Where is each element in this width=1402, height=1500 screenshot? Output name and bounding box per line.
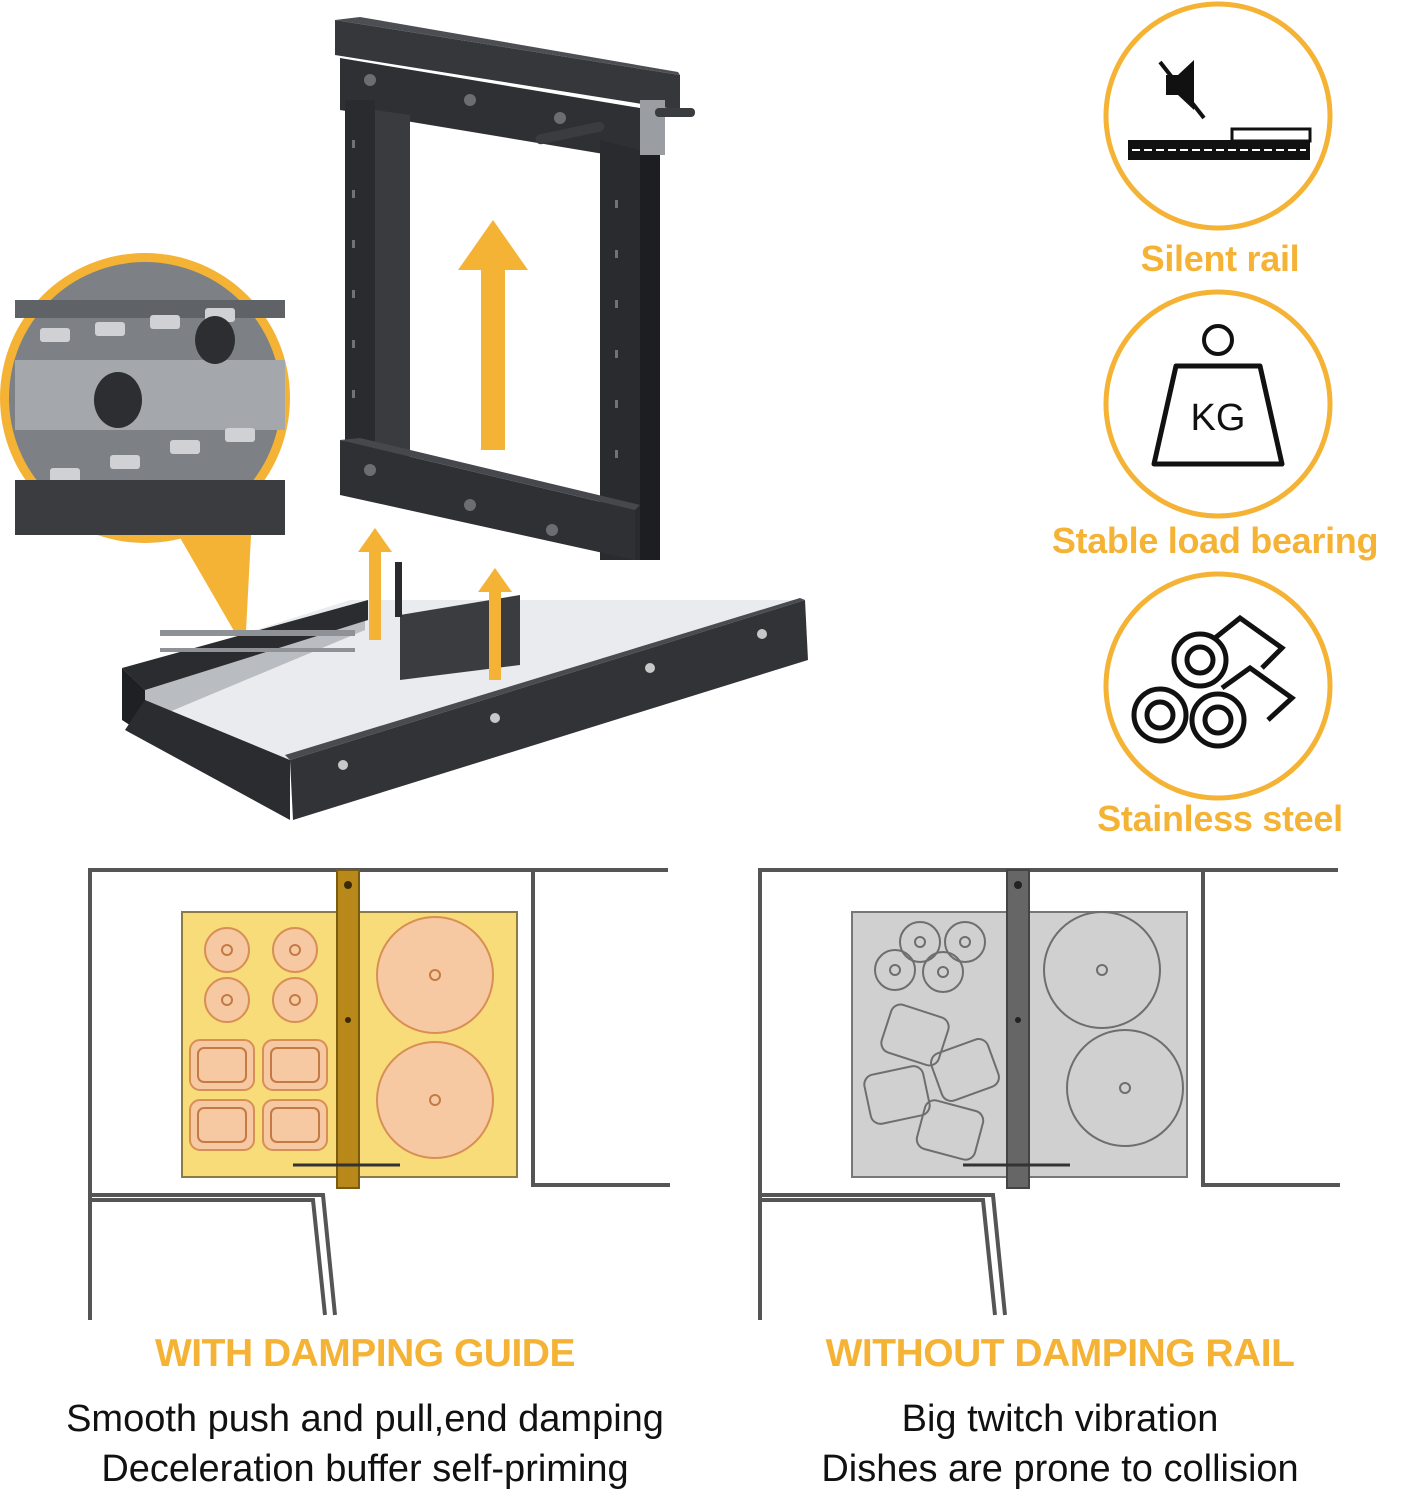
feature-label-stainless-steel: Stainless steel: [1097, 798, 1343, 839]
panel-with-title: WITH DAMPING GUIDE: [155, 1332, 575, 1375]
steel-rolls-icon: [1103, 571, 1333, 801]
kg-weight-icon-text: KG: [1191, 397, 1246, 439]
zoom-callout: [0, 253, 290, 650]
panel-without-line1: Big twitch vibration: [901, 1398, 1219, 1440]
panel-without-title: WITHOUT DAMPING RAIL: [825, 1332, 1295, 1375]
lift-arrow-left: [358, 528, 392, 640]
panel-with-line1: Smooth push and pull,end damping: [66, 1398, 664, 1440]
panel-with-damping-drawing: [88, 868, 670, 1320]
lift-arrow-large: [458, 220, 528, 450]
lift-arrow-right: [478, 568, 512, 680]
vertical-frame: [335, 17, 695, 560]
kg-weight-icon: KG: [1103, 289, 1333, 519]
feature-label-load-bearing: Stable load bearing: [1051, 520, 1379, 561]
mute-speaker-rail-icon: [1103, 1, 1333, 231]
feature-label-silent-rail: Silent rail: [1140, 238, 1300, 279]
panel-without-line2: Dishes are prone to collision: [821, 1448, 1299, 1490]
feature-silent-rail: Silent rail: [1100, 0, 1340, 290]
panel-with-line2: Deceleration buffer self-priming: [101, 1448, 629, 1490]
panel-without-damping-drawing: [758, 868, 1340, 1320]
feature-stainless-steel: Stainless steel: [1097, 570, 1360, 850]
feature-load-bearing: KG Stable load bearing: [1052, 288, 1400, 568]
